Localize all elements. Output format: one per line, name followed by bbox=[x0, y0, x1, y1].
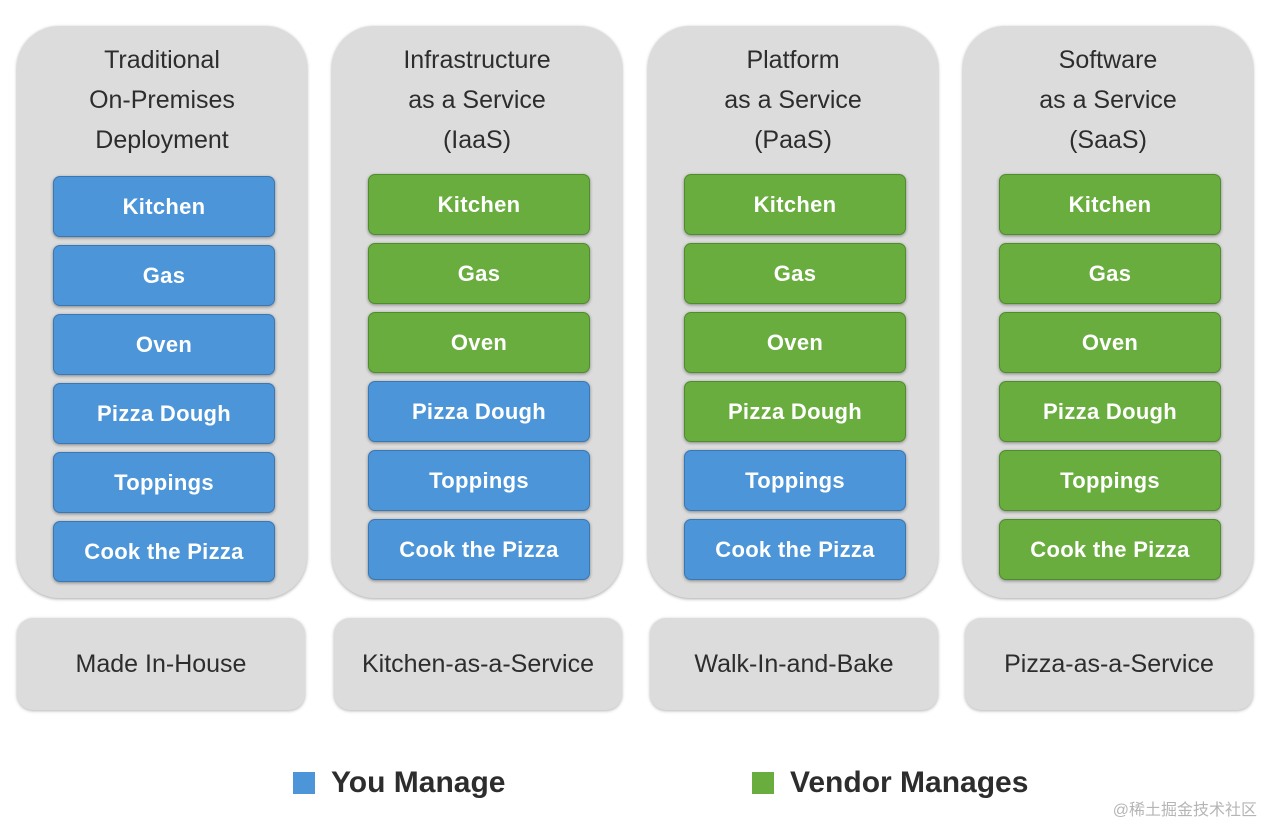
tile-gas: Gas bbox=[999, 243, 1221, 304]
tile-kitchen: Kitchen bbox=[999, 174, 1221, 235]
tile-pizza-dough: Pizza Dough bbox=[684, 381, 906, 442]
tile-gas: Gas bbox=[368, 243, 590, 304]
tile-oven: Oven bbox=[684, 312, 906, 373]
tile-gas: Gas bbox=[684, 243, 906, 304]
legend-vendor-manages-label: Vendor Manages bbox=[790, 766, 1029, 799]
tile-pizza-dough: Pizza Dough bbox=[368, 381, 590, 442]
vendor-manages-swatch bbox=[752, 772, 774, 794]
tile-cook-the-pizza: Cook the Pizza bbox=[368, 519, 590, 580]
caption-walk-in-and-bake: Walk-In-and-Bake bbox=[650, 618, 938, 710]
tile-kitchen: Kitchen bbox=[53, 176, 275, 237]
tile-toppings: Toppings bbox=[53, 452, 275, 513]
column-iaas: Infrastructure as a Service (IaaS) Kitch… bbox=[332, 26, 622, 598]
column-on-premises: Traditional On-Premises Deployment Kitch… bbox=[17, 26, 307, 598]
caption-made-in-house: Made In-House bbox=[17, 618, 305, 710]
tile-oven: Oven bbox=[53, 314, 275, 375]
column-title: Software as a Service (SaaS) bbox=[1039, 46, 1177, 154]
tile-oven: Oven bbox=[999, 312, 1221, 373]
column-title: Infrastructure as a Service (IaaS) bbox=[403, 46, 551, 154]
tile-toppings: Toppings bbox=[368, 450, 590, 511]
watermark: @稀土掘金技术社区 bbox=[1112, 802, 1257, 819]
caption-kitchen-as-a-service: Kitchen-as-a-Service bbox=[334, 618, 622, 710]
tile-cook-the-pizza: Cook the Pizza bbox=[684, 519, 906, 580]
tile-cook-the-pizza: Cook the Pizza bbox=[999, 519, 1221, 580]
caption-pizza-as-a-service: Pizza-as-a-Service bbox=[965, 618, 1253, 710]
tile-oven: Oven bbox=[368, 312, 590, 373]
column-title: Platform as a Service (PaaS) bbox=[724, 46, 862, 154]
tile-cook-the-pizza: Cook the Pizza bbox=[53, 521, 275, 582]
tile-toppings: Toppings bbox=[999, 450, 1221, 511]
legend-you-manage-label: You Manage bbox=[331, 766, 506, 799]
tile-pizza-dough: Pizza Dough bbox=[53, 383, 275, 444]
column-saas: Software as a Service (SaaS) Kitchen Gas… bbox=[963, 26, 1253, 598]
tile-pizza-dough: Pizza Dough bbox=[999, 381, 1221, 442]
tile-kitchen: Kitchen bbox=[368, 174, 590, 235]
you-manage-swatch bbox=[293, 772, 315, 794]
column-paas: Platform as a Service (PaaS) Kitchen Gas… bbox=[648, 26, 938, 598]
tile-kitchen: Kitchen bbox=[684, 174, 906, 235]
legend-you-manage: You Manage bbox=[293, 766, 505, 800]
tile-gas: Gas bbox=[53, 245, 275, 306]
tile-toppings: Toppings bbox=[684, 450, 906, 511]
legend-vendor-manages: Vendor Manages bbox=[752, 766, 1028, 800]
column-title: Traditional On-Premises Deployment bbox=[89, 46, 235, 154]
